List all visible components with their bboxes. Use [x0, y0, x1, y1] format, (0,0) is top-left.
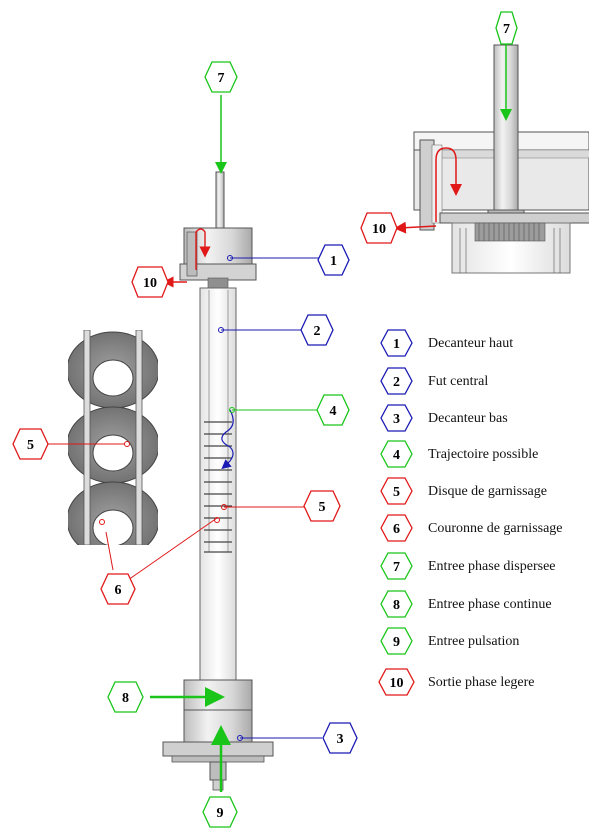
callout-10-inset-label: 10 — [372, 222, 386, 237]
legend-item-5: 5 Disque de garnissage — [380, 477, 547, 505]
packing-discs-inset — [0, 300, 188, 565]
legend-item-6: 6 Couronne de garnissage — [380, 514, 563, 542]
callout-6-label: 6 — [115, 583, 122, 598]
legend-item-4: 4 Trajectoire possible — [380, 440, 538, 468]
svg-text:5: 5 — [393, 485, 400, 500]
callout-5-main: 5 — [303, 490, 341, 522]
main-column — [150, 95, 274, 792]
upper-decanter-inset — [394, 40, 589, 274]
legend-label-5: Disque de garnissage — [428, 484, 547, 499]
callout-2-label: 2 — [314, 324, 321, 339]
callout-4-label: 4 — [330, 404, 337, 419]
legend-label-1: Decanteur haut — [428, 336, 513, 351]
callout-1: 1 — [317, 244, 350, 276]
legend-label-3: Decanteur bas — [428, 411, 508, 426]
callout-5-inset-label: 5 — [27, 438, 34, 453]
svg-text:2: 2 — [393, 375, 400, 390]
callout-7-main-label: 7 — [218, 71, 225, 86]
callout-5-inset: 5 — [12, 428, 49, 460]
svg-text:8: 8 — [393, 598, 400, 613]
callout-7-inset-label: 7 — [503, 22, 510, 37]
legend: 1 Decanteur haut 2 Fut central 3 Decante… — [378, 329, 563, 696]
leader-lines — [45, 255, 322, 741]
callout-2: 2 — [300, 314, 334, 346]
callout-10-main-label: 10 — [143, 276, 157, 291]
callout-8-label: 8 — [122, 691, 129, 706]
callout-3-label: 3 — [337, 732, 344, 747]
legend-label-7: Entree phase dispersee — [428, 559, 556, 574]
legend-item-10: 10 Sortie phase legere — [378, 668, 535, 696]
callout-1-label: 1 — [330, 254, 337, 269]
callout-9: 9 — [202, 796, 238, 828]
callout-7-inset: 7 — [495, 11, 518, 45]
legend-item-2: 2 Fut central — [380, 367, 488, 395]
svg-text:6: 6 — [393, 522, 400, 537]
legend-label-4: Trajectoire possible — [428, 447, 538, 462]
callout-10-inset: 10 — [360, 212, 398, 244]
legend-item-8: 8 Entree phase continue — [380, 590, 552, 618]
legend-item-1: 1 Decanteur haut — [380, 329, 513, 357]
svg-text:4: 4 — [393, 448, 400, 463]
svg-text:3: 3 — [393, 412, 400, 427]
legend-label-2: Fut central — [428, 374, 488, 389]
svg-text:7: 7 — [393, 560, 400, 575]
legend-label-10: Sortie phase legere — [428, 675, 535, 690]
callout-10-main: 10 — [131, 266, 169, 298]
callout-3: 3 — [322, 722, 358, 754]
legend-item-9: 9 Entree pulsation — [380, 627, 519, 655]
legend-label-9: Entree pulsation — [428, 634, 519, 649]
svg-text:9: 9 — [393, 635, 400, 650]
svg-text:10: 10 — [390, 676, 404, 691]
callout-7-main: 7 — [204, 61, 238, 93]
callout-8: 8 — [107, 681, 144, 713]
callout-6: 6 — [100, 573, 136, 605]
legend-label-6: Couronne de garnissage — [428, 521, 563, 536]
legend-label-8: Entree phase continue — [428, 597, 552, 612]
svg-text:1: 1 — [393, 337, 400, 352]
legend-item-7: 7 Entree phase dispersee — [380, 552, 556, 580]
legend-item-3: 3 Decanteur bas — [380, 404, 508, 432]
callout-9-label: 9 — [217, 806, 224, 821]
callout-4: 4 — [316, 394, 350, 426]
callout-5-main-label: 5 — [319, 500, 326, 515]
